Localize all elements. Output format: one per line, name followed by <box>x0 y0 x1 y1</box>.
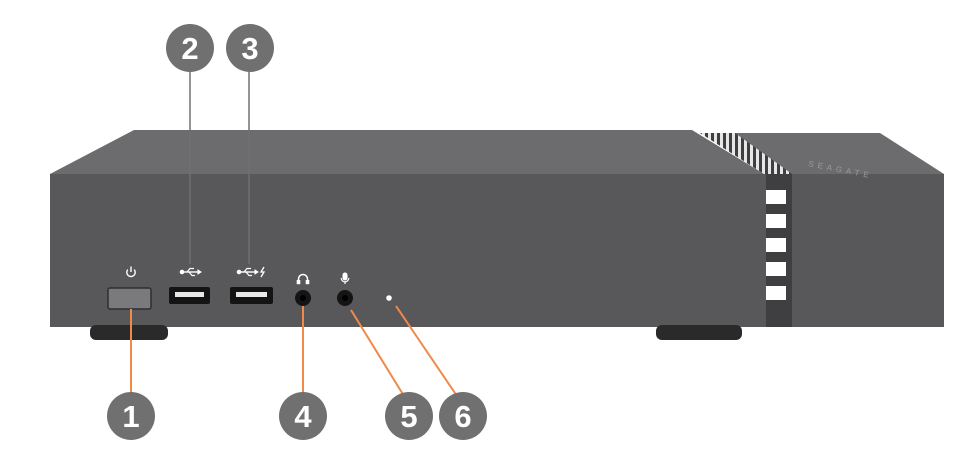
callout-number: 3 <box>241 31 258 66</box>
headphones-icon <box>296 273 310 285</box>
callout-number: 4 <box>294 399 312 434</box>
vent-slot <box>766 238 786 252</box>
callout-number: 5 <box>400 399 417 434</box>
callout-badge-1: 1 <box>107 392 155 440</box>
callout-line-6 <box>395 305 458 397</box>
microphone-icon <box>340 272 350 284</box>
main-body-top <box>50 130 764 174</box>
callout-number: 2 <box>181 31 198 66</box>
front-panel <box>107 266 392 310</box>
main-body-front <box>50 174 766 327</box>
left-foot <box>90 325 168 340</box>
right-module-front <box>792 174 944 327</box>
callout-badge-2: 2 <box>166 24 214 72</box>
usb-charging-port[interactable] <box>230 287 273 304</box>
usb-icon <box>179 267 202 277</box>
callout-badge-6: 6 <box>439 392 487 440</box>
microphone-jack[interactable] <box>337 290 353 306</box>
main-body <box>50 130 766 340</box>
callout-badge-4: 4 <box>279 392 327 440</box>
callout-line-5 <box>350 309 405 397</box>
callout-badge-3: 3 <box>226 24 274 72</box>
right-foot <box>656 325 742 340</box>
vent-slots <box>766 190 786 300</box>
right-module: SEAGATE <box>700 133 944 327</box>
vent-slot <box>766 190 786 204</box>
status-led <box>386 295 392 301</box>
callout-number: 6 <box>454 399 471 434</box>
headphone-jack[interactable] <box>295 290 311 306</box>
power-button[interactable] <box>107 287 152 310</box>
callout-lines <box>130 72 458 397</box>
usb-port[interactable] <box>169 287 210 304</box>
callout-badge-5: 5 <box>385 392 433 440</box>
vent-slot <box>766 262 786 276</box>
vent-slot <box>766 214 786 228</box>
vent-top-grille <box>700 133 792 174</box>
usb-charging-icon <box>236 266 266 278</box>
power-icon <box>126 266 136 278</box>
callout-number: 1 <box>122 399 139 434</box>
right-module-top <box>700 133 944 174</box>
vent-slot <box>766 286 786 300</box>
